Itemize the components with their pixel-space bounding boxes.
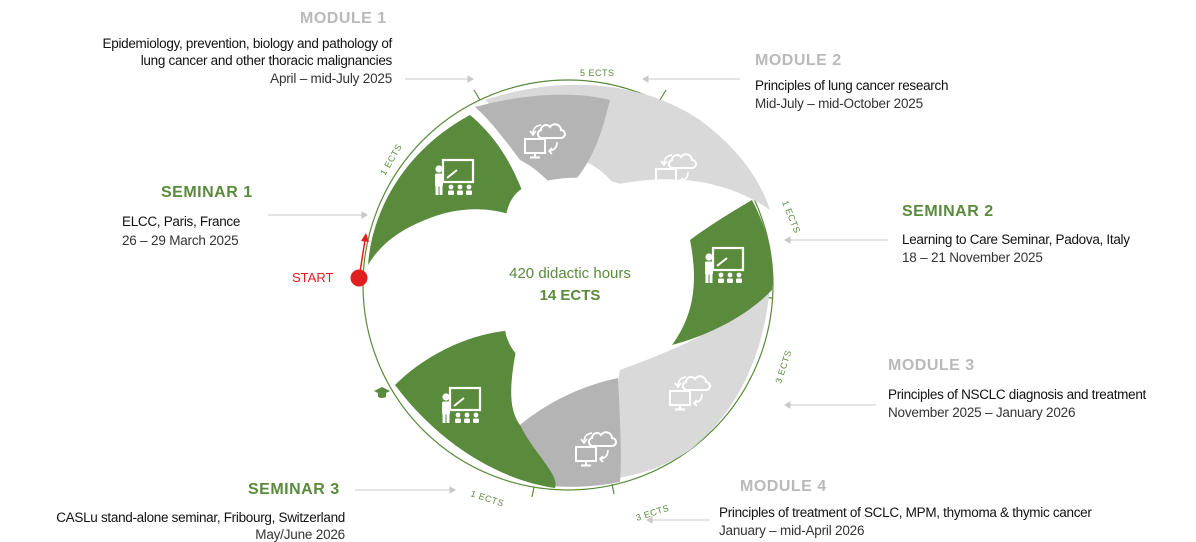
seminar1-dates: 26 – 29 March 2025 — [122, 233, 239, 248]
module1-title-line1: Epidemiology, prevention, biology and pa… — [102, 36, 393, 51]
module3-blade — [617, 285, 770, 478]
module3-ects-label: 3 ECTS — [773, 349, 793, 385]
seminar2-dates: 18 – 21 November 2025 — [902, 250, 1043, 265]
module3-title: Principles of NSCLC diagnosis and treatm… — [888, 387, 1146, 402]
seminar3-dates: May/June 2026 — [255, 527, 345, 542]
center-ects: 14 ECTS — [539, 287, 601, 304]
module2-title: Principles of lung cancer research — [755, 78, 949, 93]
module1-heading: MODULE 1 — [300, 10, 387, 27]
module1-dates: April – mid-July 2025 — [270, 71, 392, 86]
seminar2-blade — [672, 200, 773, 345]
seminar2-title: Learning to Care Seminar, Padova, Italy — [902, 232, 1130, 247]
seminar3-ects-label: 1 ECTS — [469, 488, 505, 508]
module3-dates: November 2025 – January 2026 — [888, 405, 1076, 420]
module3-heading: MODULE 3 — [888, 357, 975, 374]
seminar3-title: CASLu stand-alone seminar, Fribourg, Swi… — [56, 510, 345, 525]
seminar2-ects-label: 1 ECTS — [780, 199, 802, 235]
module1-ects-label: 5 ECTS — [580, 68, 615, 78]
module4-title: Principles of treatment of SCLC, MPM, th… — [719, 505, 1092, 520]
module1-title-line2: lung cancer and other thoracic malignanc… — [140, 53, 393, 68]
seminar3-heading: SEMINAR 3 — [248, 481, 340, 498]
center-hours: 420 didactic hours — [509, 265, 631, 282]
module4-heading: MODULE 4 — [740, 478, 827, 495]
seminar1-heading: SEMINAR 1 — [161, 184, 253, 201]
start-dot-icon — [350, 269, 368, 287]
module1-blade — [475, 94, 610, 195]
module2-heading: MODULE 2 — [755, 52, 842, 69]
module2-dates: Mid-July – mid-October 2025 — [755, 96, 923, 111]
center-swirl — [502, 177, 691, 376]
seminar1-title: ELCC, Paris, France — [122, 214, 241, 229]
module4-dates: January – mid-April 2026 — [719, 523, 865, 538]
start-label: START — [292, 270, 334, 285]
seminar1-ects-label: 1 ECTS — [378, 142, 404, 177]
seminar1-blade — [368, 115, 533, 265]
graduation-cap-icon — [374, 387, 390, 398]
seminar2-heading: SEMINAR 2 — [902, 203, 994, 220]
